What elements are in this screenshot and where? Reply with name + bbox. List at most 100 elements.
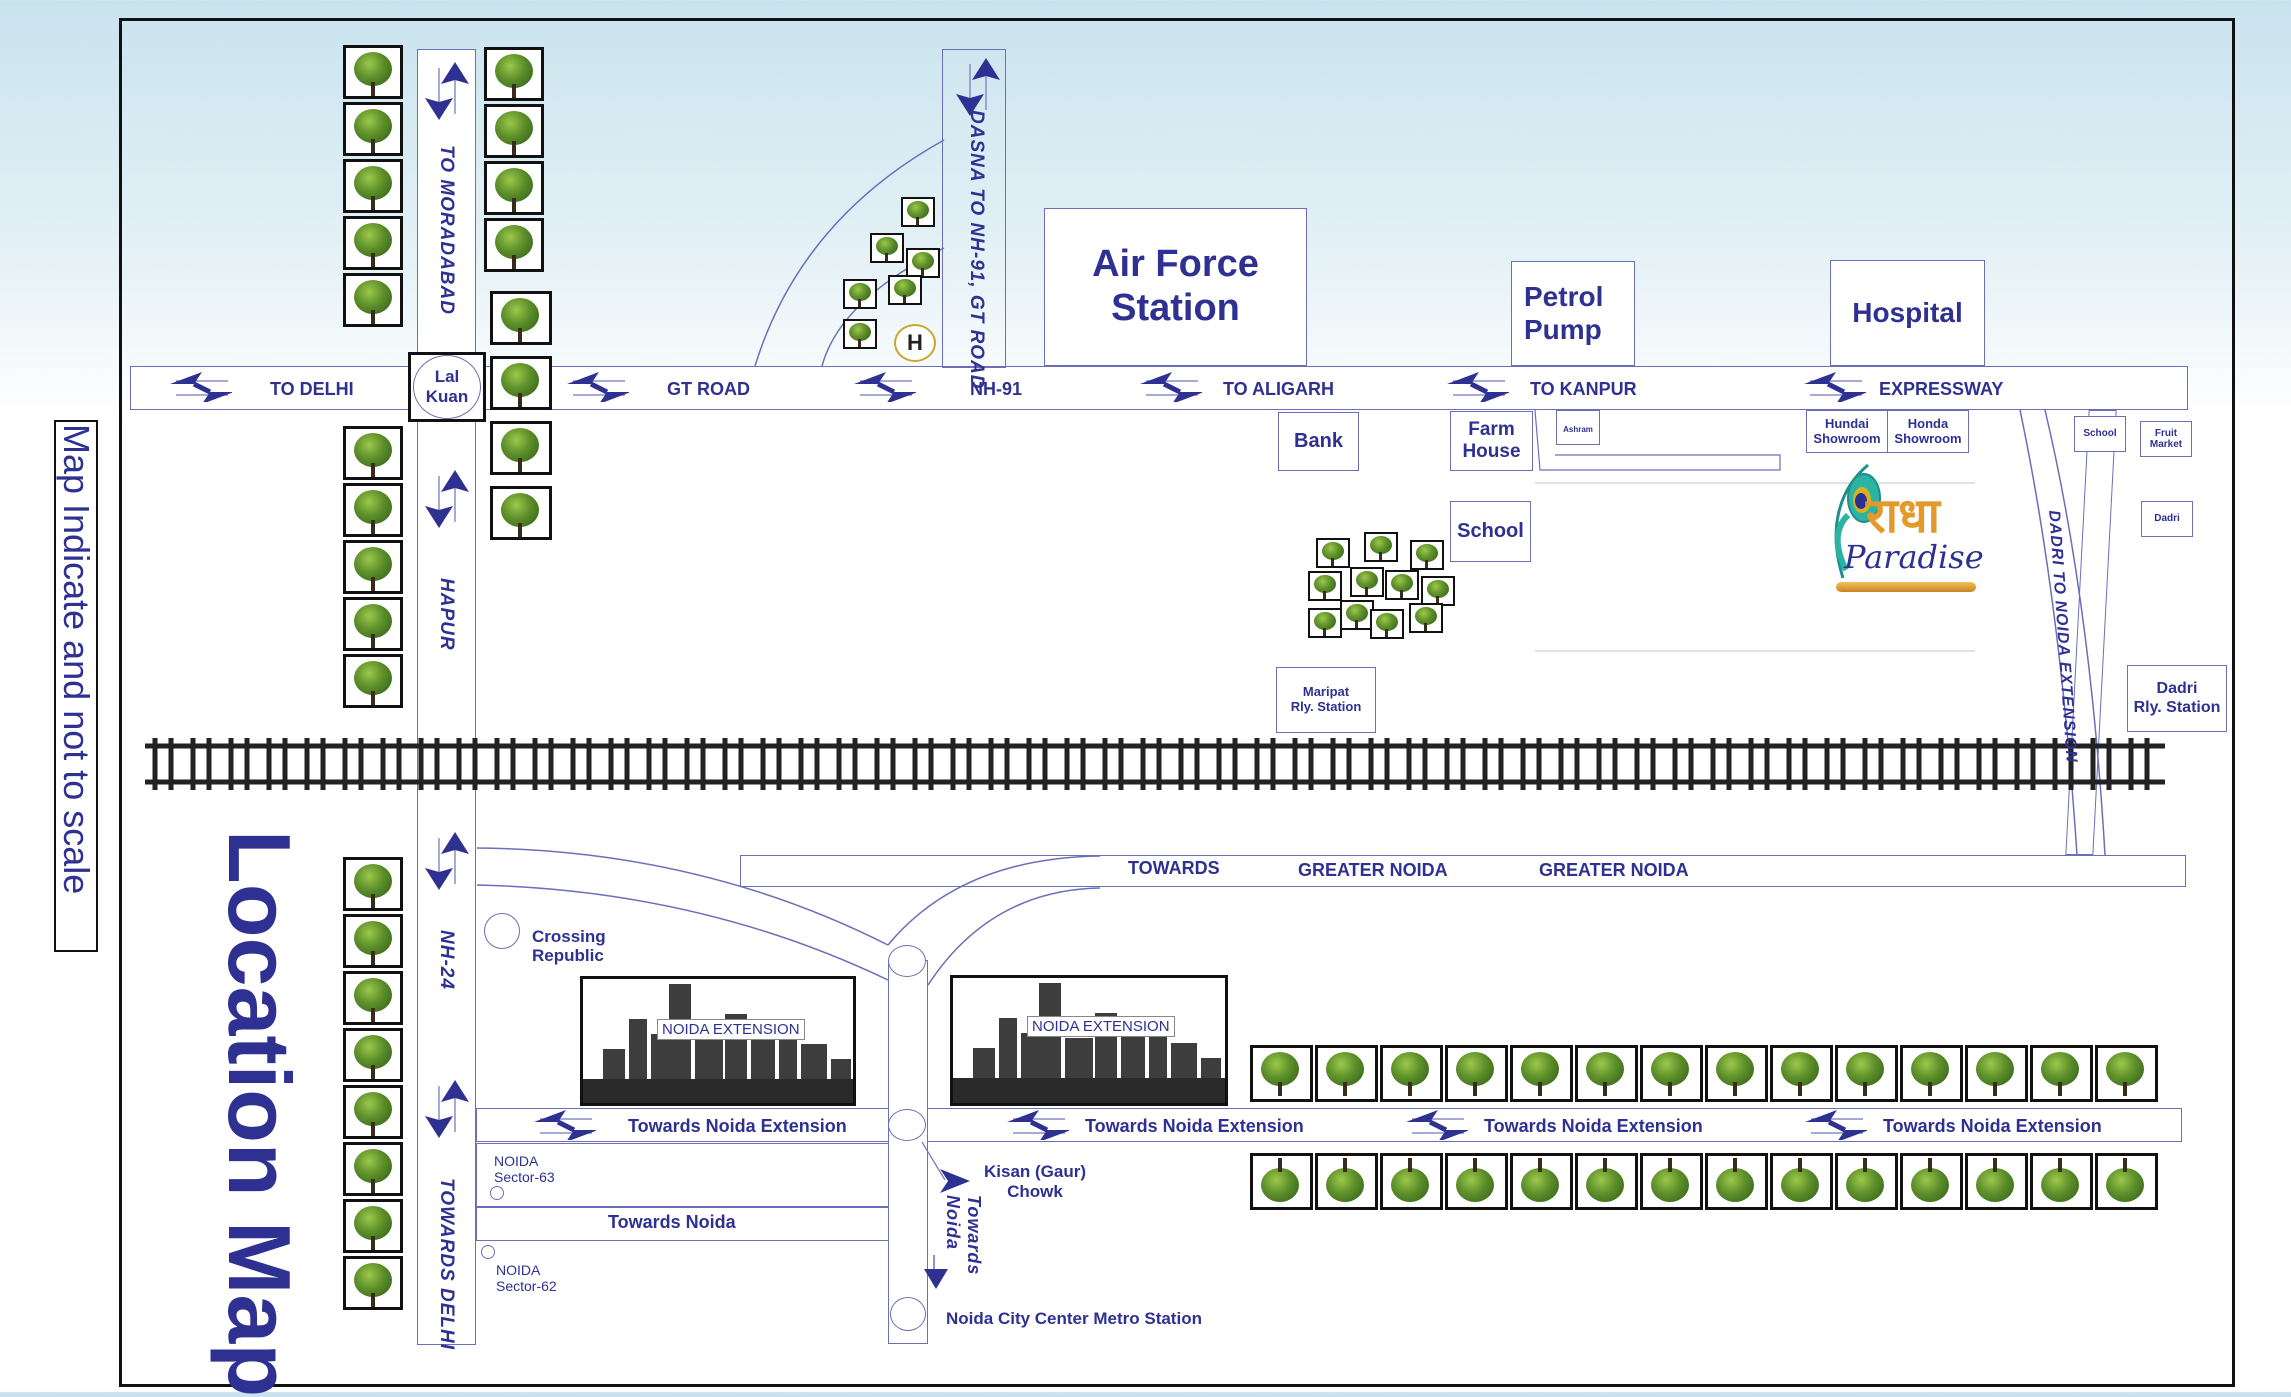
hundai-line2: Showroom	[1813, 430, 1881, 446]
arrow-down-icon	[924, 1255, 948, 1289]
hospital-h-icon: H	[894, 324, 936, 362]
metro-circle	[890, 1297, 926, 1331]
tree-icon	[343, 216, 403, 270]
gn-curve-1	[887, 855, 1101, 946]
kisan-chowk-circle	[888, 1109, 926, 1141]
tree-icon	[343, 540, 403, 594]
tree-icon	[484, 47, 544, 101]
ashram[interactable]: Ashram	[1556, 410, 1600, 445]
dadri-station-line1: Dadri	[2156, 680, 2198, 698]
two-way-arrow-icon	[170, 372, 232, 402]
tree-icon	[1770, 1153, 1833, 1210]
towards-delhi-label: TOWARDS DELHI	[436, 1178, 457, 1351]
crossing-curve-2	[476, 884, 889, 981]
tree-icon	[1445, 1045, 1508, 1102]
kisan-chowk-label: Kisan (Gaur) Chowk	[983, 1162, 1087, 1201]
tree-icon	[490, 291, 552, 345]
noida-extension-image-2: NOIDA EXTENSION	[950, 975, 1228, 1106]
tree-icon	[1510, 1045, 1573, 1102]
tree-icon	[870, 233, 904, 263]
metro-road	[888, 960, 928, 1344]
tree-icon	[1385, 570, 1419, 600]
crossing-republic-label: Crossing Republic	[532, 927, 606, 965]
bank[interactable]: Bank	[1278, 412, 1359, 471]
arrow-right-icon	[940, 1169, 970, 1193]
bank-label: Bank	[1294, 430, 1343, 452]
sector63-label-line1: NOIDA	[494, 1153, 539, 1169]
tree-icon	[490, 486, 552, 540]
tree-icon	[1640, 1045, 1703, 1102]
tree-icon	[343, 273, 403, 327]
tree-icon	[843, 279, 877, 309]
greater-noida-label-1: GREATER NOIDA	[1298, 860, 1448, 880]
school-center-label: School	[1457, 520, 1524, 542]
tree-icon	[1315, 1045, 1378, 1102]
hospital[interactable]: Hospital	[1830, 260, 1985, 366]
two-way-arrow-icon	[854, 372, 916, 402]
towards-noida-label: Towards Noida	[608, 1212, 736, 1232]
air-force-line2: Station	[1111, 287, 1240, 329]
noida-ext-label-4: Towards Noida Extension	[1883, 1116, 2102, 1136]
two-way-arrow-icon	[1447, 372, 1509, 402]
tree-icon	[1705, 1045, 1768, 1102]
maripat-line1: Maripat	[1302, 684, 1350, 700]
petrol-pump-line1: Petrol	[1524, 281, 1604, 313]
sector62-label-line2: Sector-62	[496, 1278, 557, 1294]
disclaimer-box: Map Indicate and not to scale	[54, 420, 98, 952]
noida-extension-road	[476, 1108, 2182, 1142]
greater-noida-label-2: GREATER NOIDA	[1539, 860, 1689, 880]
tree-icon	[343, 159, 403, 213]
radha-paradise-logo[interactable]: राधा Paradise	[1828, 460, 1984, 600]
dadri[interactable]: Dadri	[2141, 501, 2193, 537]
tree-icon	[343, 1085, 403, 1139]
two-way-arrow-icon	[1406, 1110, 1468, 1140]
tree-icon	[1900, 1153, 1963, 1210]
school-center[interactable]: School	[1450, 501, 1531, 562]
farm-house-line2: House	[1462, 441, 1521, 462]
railway-track	[145, 738, 2165, 790]
two-way-vertical-arrow-icon	[425, 1080, 469, 1138]
school-right[interactable]: School	[2074, 416, 2126, 452]
dadri-curve-2	[2044, 409, 2106, 856]
gn-curve-2	[927, 887, 1101, 986]
tree-icon	[906, 248, 940, 278]
tree-icon	[343, 914, 403, 968]
lal-kuan-label: Lal Kuan	[425, 367, 469, 406]
two-way-arrow-icon	[1140, 372, 1202, 402]
towards-gn-label: TOWARDS	[1128, 858, 1220, 878]
lal-kuan-junction[interactable]: Lal Kuan	[408, 352, 486, 422]
school-right-label: School	[2083, 428, 2117, 440]
two-way-vertical-arrow-icon	[425, 832, 469, 890]
ashram-lane	[1534, 409, 1781, 471]
hapur-label: HAPUR	[436, 578, 457, 651]
tree-icon	[484, 218, 544, 272]
tree-icon	[901, 197, 935, 227]
tree-icon	[1380, 1045, 1443, 1102]
two-way-vertical-arrow-icon	[425, 62, 469, 120]
tree-icon	[343, 102, 403, 156]
towards-noida-road-lower	[476, 1207, 890, 1241]
tree-icon	[343, 1256, 403, 1310]
tree-icon	[343, 1028, 403, 1082]
tree-icon	[1410, 540, 1444, 570]
noida-extension-image-1: NOIDA EXTENSION	[580, 976, 856, 1106]
tree-icon	[343, 426, 403, 480]
peacock-feather-icon	[1834, 463, 1881, 579]
disclaimer-text: Map Indicate and not to scale	[56, 424, 97, 895]
towards-noida-vertical-label: Towards Noida	[943, 1195, 984, 1276]
tree-icon	[1835, 1045, 1898, 1102]
nh91-label: NH-91	[970, 379, 1023, 399]
expressway-label: EXPRESSWAY	[1879, 379, 2004, 399]
tree-icon	[1340, 600, 1374, 630]
tree-icon	[1316, 538, 1350, 568]
dasna-curve-outer	[754, 139, 945, 367]
two-way-vertical-arrow-icon	[956, 58, 1000, 116]
